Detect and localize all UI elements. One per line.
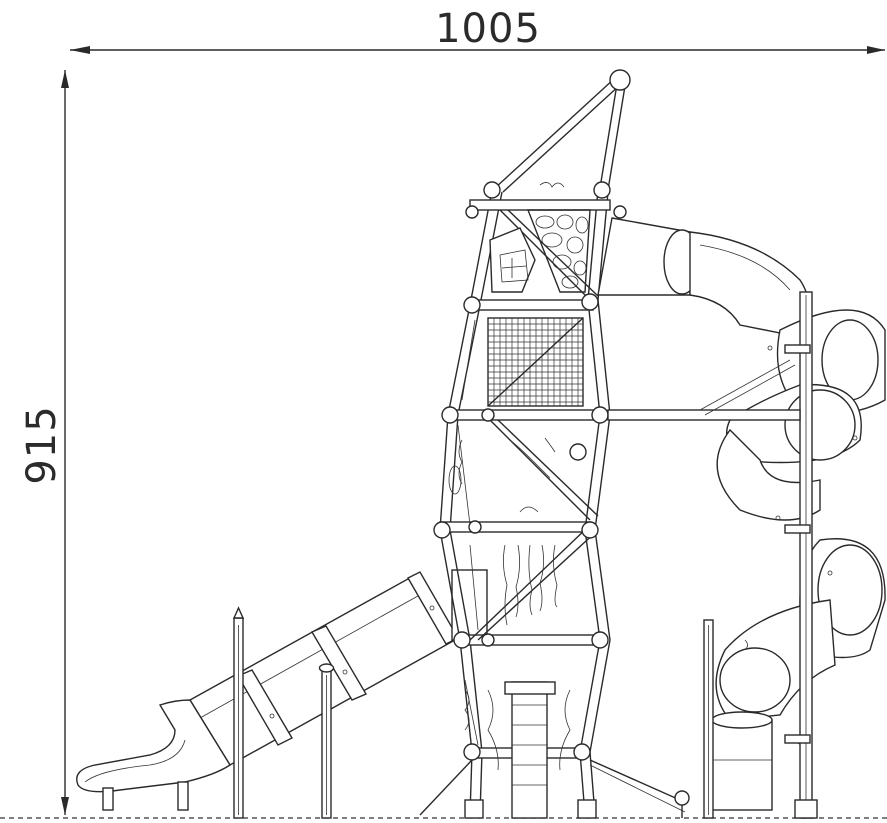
right-support-post: [784, 291, 818, 819]
connecting-beam: [607, 359, 801, 421]
cargo-net-panel: [487, 317, 584, 407]
left-tube-slide: [76, 569, 488, 811]
ground-anchor-ropes: [419, 759, 690, 818]
entry-ladder: [487, 681, 571, 819]
width-dimension: 1005: [70, 6, 885, 54]
height-dimension-label: 915: [19, 405, 65, 484]
slide-exit-post: [703, 619, 714, 819]
tower-side-panel: [489, 227, 536, 293]
left-climbing-wall: [448, 319, 479, 746]
left-support-post-1: [232, 606, 245, 819]
rock-climbing-panel-top: [526, 182, 591, 293]
spiral-tube-slide: [597, 217, 886, 811]
height-dimension: 915: [19, 70, 69, 815]
left-support-post-2: [318, 663, 335, 819]
hanging-chain-section: [503, 437, 558, 626]
width-dimension-label: 1005: [435, 6, 541, 52]
